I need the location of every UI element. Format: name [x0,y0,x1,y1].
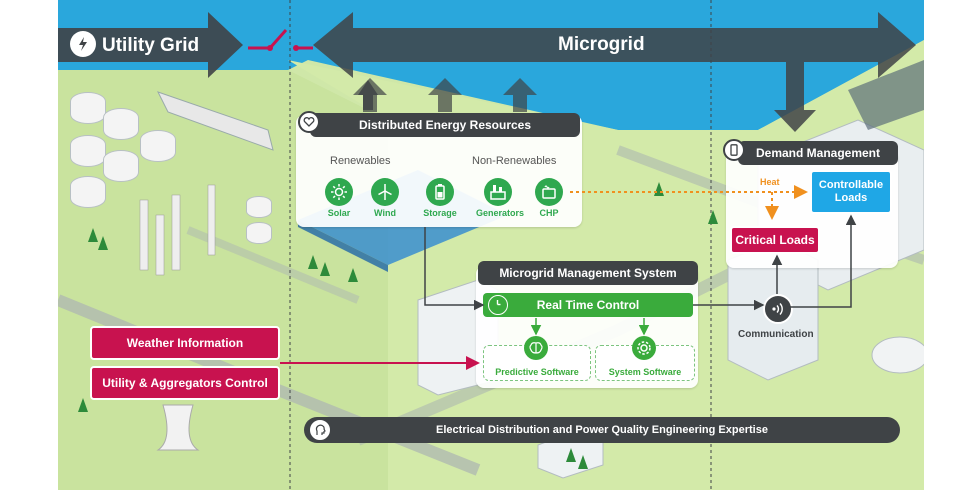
tree [348,268,358,282]
tree [578,455,588,469]
resource-solar[interactable]: Solar [317,178,361,218]
utility-aggregators-control-button[interactable]: Utility & Aggregators Control [90,366,280,400]
power-plug-icon [70,31,96,57]
der-title: Distributed Energy Resources [310,113,580,137]
tree [566,448,576,462]
mms-title: Microgrid Management System [478,261,698,285]
renewables-label: Renewables [330,155,391,167]
generator-icon [484,178,512,206]
brain-icon [524,336,548,360]
storage-tank [140,130,176,162]
communication-label: Communication [738,329,814,340]
tree [320,262,330,276]
storage-tank [103,150,139,182]
heat-label: Heat [760,177,780,187]
resource-chp[interactable]: CHP [527,178,571,218]
resource-label: Solar [327,208,351,218]
storage-tank [246,222,272,244]
tree [88,228,98,242]
battery-icon [426,178,454,206]
chp-icon [535,178,563,206]
non-renewables-label: Non-Renewables [472,155,557,167]
connector-lines [280,185,857,370]
real-time-control-bar[interactable]: Real Time Control [483,293,693,317]
tree [708,210,718,224]
resource-label: CHP [539,208,559,218]
utility-grid-label: Utility Grid [102,35,200,56]
demand-title: Demand Management [738,141,898,165]
heart-icon [298,111,320,133]
tree [654,182,664,196]
tree [98,236,108,250]
smartphone-icon [723,139,745,161]
clock-icon [488,295,508,315]
weather-information-button[interactable]: Weather Information [90,326,280,360]
resource-storage[interactable]: Storage [418,178,462,218]
gear-icon [632,336,656,360]
diagram-canvas: Utility Grid Microgrid Distributed Energ… [58,0,924,490]
power-flow-arrows [58,12,916,132]
tree [308,255,318,269]
sun-icon [325,178,353,206]
critical-loads-button[interactable]: Critical Loads [730,226,820,254]
engineering-expertise-bar: Electrical Distribution and Power Qualit… [304,417,900,443]
resource-label: Storage [423,208,457,218]
resource-label: Wind [374,208,396,218]
wind-turbine-icon [371,178,399,206]
microgrid-label: Microgrid [558,34,645,55]
storage-tank [70,176,106,208]
resource-wind[interactable]: Wind [363,178,407,218]
controllable-loads-button[interactable]: Controllable Loads [810,170,892,214]
system-software-label: System Software [608,367,682,377]
resource-label: Generators [476,208,525,218]
tree [78,398,88,412]
predictive-software-label: Predictive Software [495,367,579,377]
storage-tank [103,108,139,140]
storage-tank [70,92,106,124]
resource-generators[interactable]: Generators [476,178,525,218]
head-profile-icon [308,418,332,442]
storage-tank [246,196,272,218]
storage-tank [70,135,106,167]
